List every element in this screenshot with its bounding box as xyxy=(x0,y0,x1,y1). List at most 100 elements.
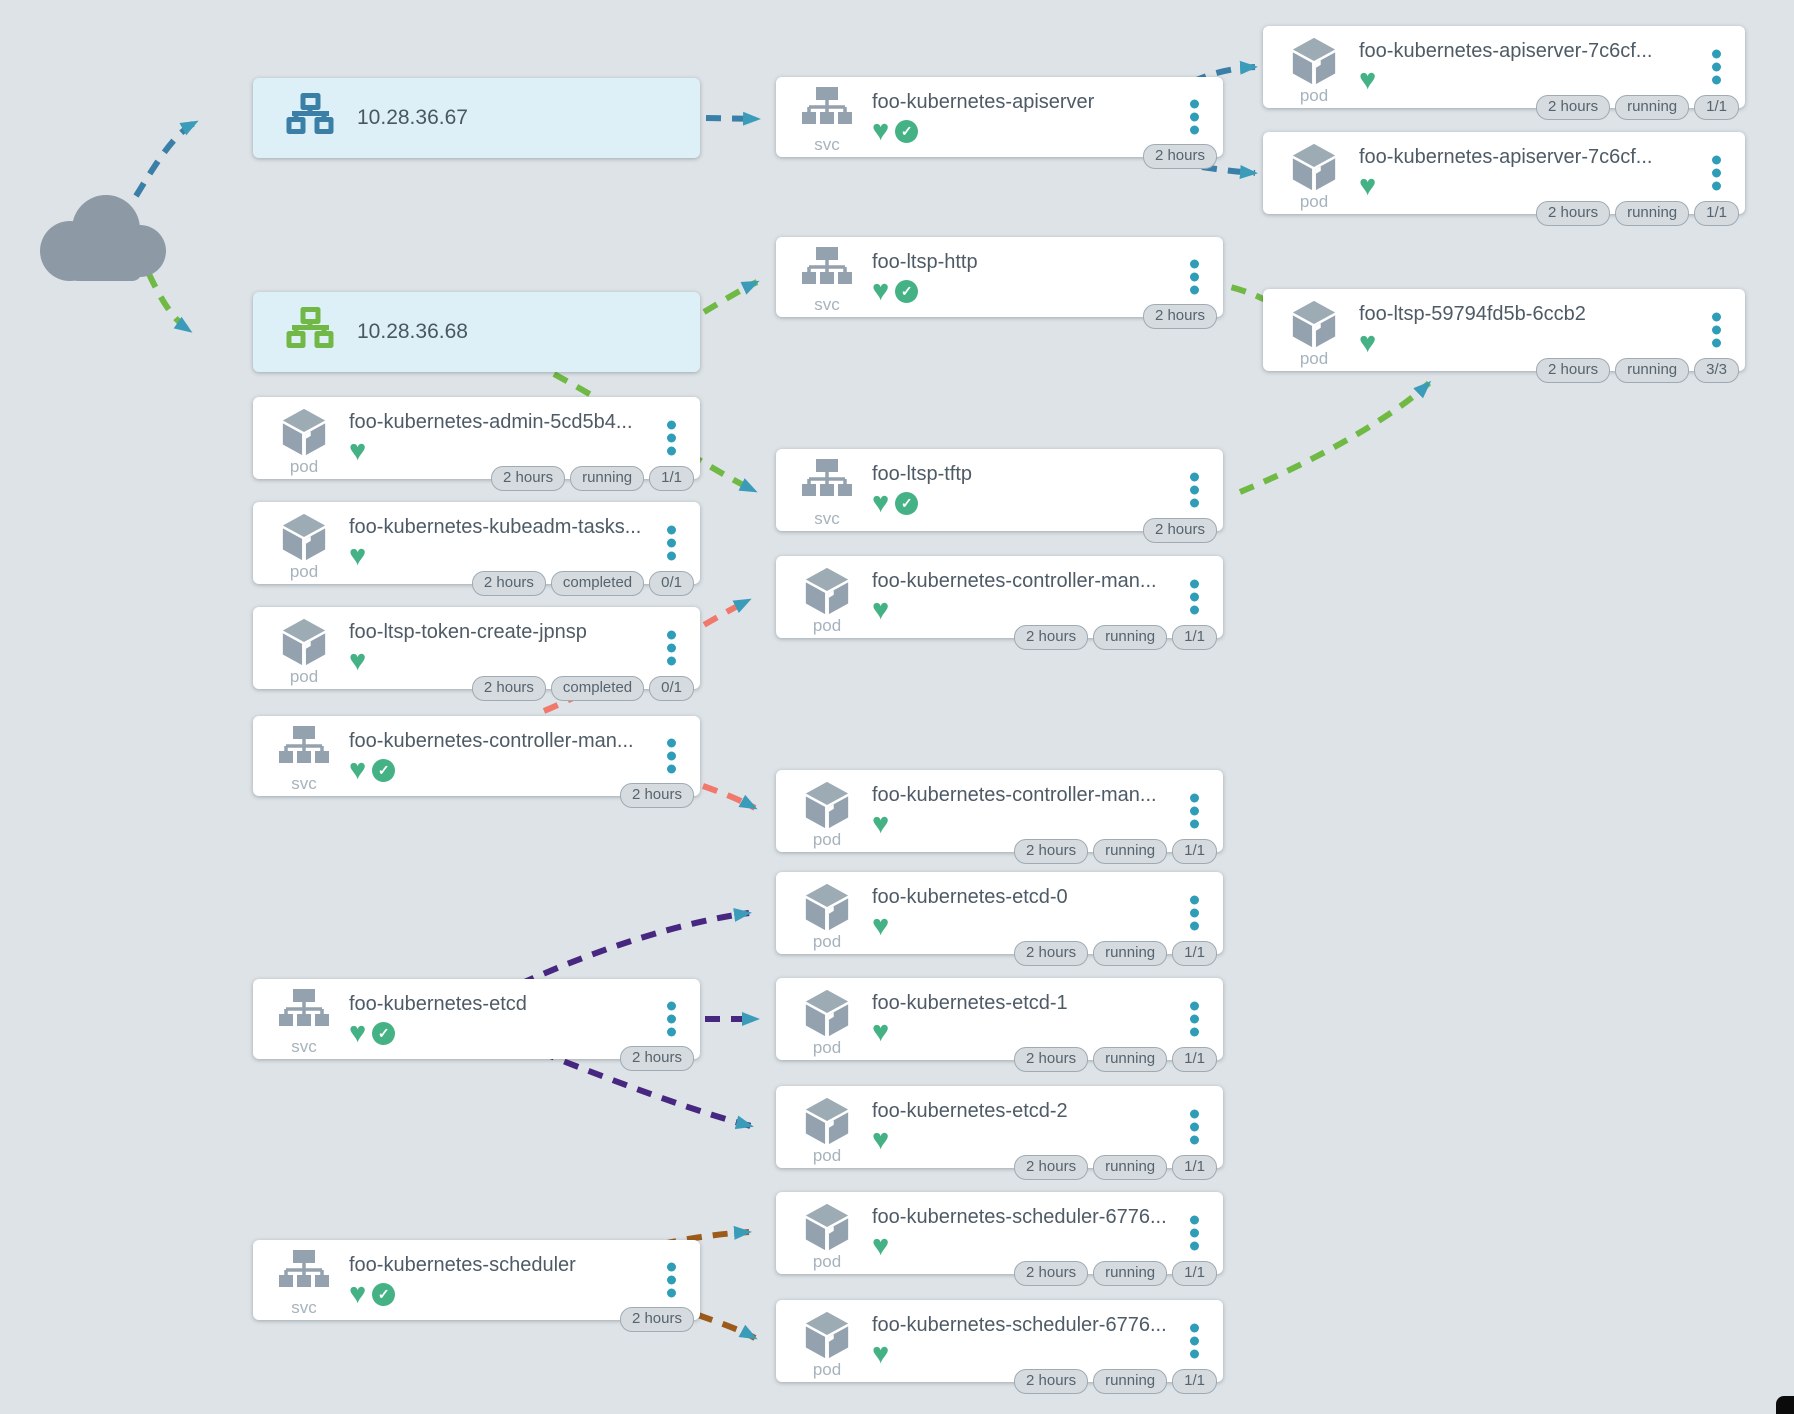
check-circle-icon: ✓ xyxy=(372,1021,396,1045)
host-10-28-36-67-card[interactable]: 10.28.36.67 xyxy=(253,78,700,158)
node-type-label: pod xyxy=(1299,192,1329,211)
status-badge: 2 hours xyxy=(1536,201,1611,226)
health-indicators: ♥✓ xyxy=(349,1017,396,1049)
kebab-menu-icon[interactable] xyxy=(663,417,680,460)
kebab-menu-icon[interactable] xyxy=(1186,998,1203,1041)
status-badge: running xyxy=(1093,1261,1168,1286)
node-title: foo-ltsp-tftp xyxy=(872,463,973,485)
check-circle-icon: ✓ xyxy=(372,1282,396,1306)
service-tree-icon xyxy=(796,459,858,506)
node-type-label: pod xyxy=(289,457,319,476)
kebab-menu-icon[interactable] xyxy=(1708,46,1725,89)
kebab-menu-icon[interactable] xyxy=(1186,790,1203,833)
kebab-menu-icon[interactable] xyxy=(1186,892,1203,935)
status-badge: 2 hours xyxy=(1142,144,1217,169)
node-title: foo-kubernetes-apiserver-7c6cf... xyxy=(1359,146,1653,168)
status-badge: 2 hours xyxy=(1142,304,1217,329)
health-indicators: ♥ xyxy=(349,437,366,466)
status-badge: 1/1 xyxy=(1172,1369,1217,1394)
node-title: foo-ltsp-59794fd5b-6ccb2 xyxy=(1359,303,1586,325)
health-indicators: ♥ xyxy=(872,810,889,839)
kebab-menu-icon[interactable] xyxy=(663,735,680,778)
node-title: foo-kubernetes-etcd-0 xyxy=(872,886,1068,908)
kebab-menu-icon[interactable] xyxy=(1186,1320,1203,1363)
status-badge: 1/1 xyxy=(1172,625,1217,650)
status-badge: 1/1 xyxy=(1172,941,1217,966)
kebab-menu-icon[interactable] xyxy=(1708,152,1725,195)
status-badge: completed xyxy=(550,571,645,596)
cloud-icon[interactable] xyxy=(30,185,172,292)
node-type-label: pod xyxy=(289,562,319,581)
kebab-menu-icon[interactable] xyxy=(1186,256,1203,299)
status-badge: 2 hours xyxy=(1014,1261,1089,1286)
heart-icon: ♥ xyxy=(349,540,367,572)
check-circle-icon: ✓ xyxy=(895,491,919,515)
edge-svc-etcd-to-pod-etcd-0 xyxy=(518,908,752,987)
kebab-menu-icon[interactable] xyxy=(1186,1212,1203,1255)
pod-cube-icon xyxy=(796,988,858,1043)
health-indicators: ♥ xyxy=(872,1232,889,1261)
service-tree-icon xyxy=(796,247,858,294)
node-type-label: pod xyxy=(1299,86,1329,105)
health-indicators: ♥ xyxy=(872,912,889,941)
kebab-menu-icon[interactable] xyxy=(663,998,680,1041)
heart-icon: ♥ xyxy=(872,487,890,519)
pod-kubeadm-tasks-card[interactable]: pod foo-kubernetes-kubeadm-tasks...♥ 2 hou… xyxy=(253,502,700,596)
check-circle-icon: ✓ xyxy=(895,279,919,303)
service-tree-icon xyxy=(273,726,335,773)
heart-icon: ♥ xyxy=(872,275,890,307)
host-10-28-36-68-card[interactable]: 10.28.36.68 xyxy=(253,292,700,372)
kebab-menu-icon[interactable] xyxy=(663,627,680,670)
health-indicators: ♥✓ xyxy=(872,275,919,307)
health-indicators: ♥ xyxy=(349,540,367,572)
kebab-menu-icon[interactable] xyxy=(1186,96,1203,139)
status-badge: 2 hours xyxy=(491,466,566,491)
service-tree-icon xyxy=(273,1250,335,1297)
badge-row: 2 hours xyxy=(1142,304,1217,329)
node-title: 10.28.36.68 xyxy=(357,320,468,343)
edge-svc-sched-to-pod-sched-2 xyxy=(697,1312,758,1341)
status-badge: 2 hours xyxy=(1536,95,1611,120)
kebab-menu-icon[interactable] xyxy=(1186,469,1203,512)
status-badge: running xyxy=(1093,941,1168,966)
node-title: foo-ltsp-token-create-jpnsp xyxy=(349,621,587,643)
node-type-label: pod xyxy=(812,932,842,951)
node-title: foo-kubernetes-etcd xyxy=(349,993,527,1015)
status-badge: 2 hours xyxy=(1536,358,1611,383)
kebab-menu-icon[interactable] xyxy=(1186,576,1203,619)
pod-cube-icon xyxy=(1283,142,1345,197)
node-title: foo-kubernetes-scheduler-6776... xyxy=(872,1314,1167,1336)
node-title: foo-kubernetes-kubeadm-tasks... xyxy=(349,516,642,538)
kebab-menu-icon[interactable] xyxy=(1186,1106,1203,1149)
node-type-label: svc xyxy=(291,774,317,793)
heart-icon: ♥ xyxy=(349,1017,367,1049)
heart-icon: ♥ xyxy=(872,594,890,626)
pod-cube-icon xyxy=(273,617,335,672)
kebab-menu-icon[interactable] xyxy=(663,1259,680,1302)
service-tree-icon xyxy=(796,87,858,134)
kebab-menu-icon[interactable] xyxy=(1708,309,1725,352)
kebab-menu-icon[interactable] xyxy=(663,522,680,565)
edge-cloud-to-host1 xyxy=(133,119,199,198)
